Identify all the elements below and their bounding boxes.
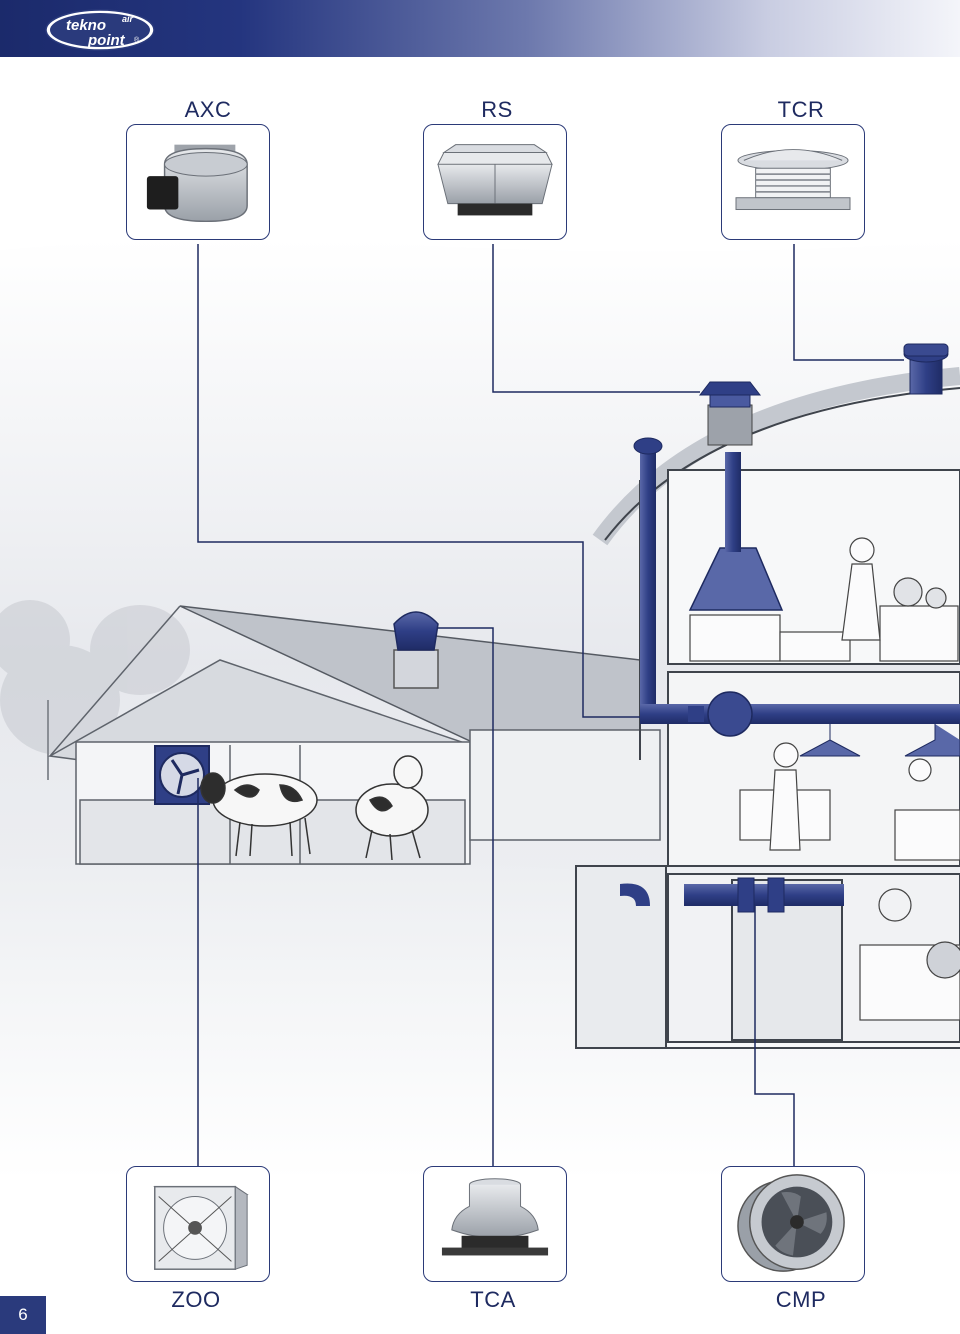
workshop bbox=[739, 742, 960, 861]
product-card-zoo[interactable] bbox=[126, 1166, 270, 1282]
ducts bbox=[620, 437, 960, 913]
barn bbox=[47, 605, 661, 865]
logo-point-text: point bbox=[87, 32, 126, 49]
barn-roof-fan-base bbox=[393, 649, 439, 689]
product-label-zoo: ZOO bbox=[171, 1287, 221, 1312]
logo-tekno-text: tekno bbox=[66, 17, 106, 34]
product-card-tca[interactable] bbox=[423, 1166, 567, 1282]
tekno-point-logo: tekno air point ® bbox=[45, 9, 155, 51]
product-card-cmp[interactable] bbox=[721, 1166, 865, 1282]
roof-cap-fan-icon bbox=[441, 1178, 549, 1256]
axial-cased-fan-icon bbox=[737, 1174, 845, 1272]
product-label-cmp: CMP bbox=[775, 1287, 827, 1312]
cmp-connector bbox=[754, 906, 795, 1166]
tca-connector bbox=[438, 627, 494, 1166]
product-card-rs[interactable] bbox=[423, 124, 567, 240]
product-label-rs: RS bbox=[481, 97, 513, 122]
rs-roof-unit bbox=[698, 381, 762, 396]
product-label-tcr: TCR bbox=[777, 97, 825, 122]
rs-connector bbox=[492, 244, 700, 393]
kitchen-hood bbox=[688, 547, 784, 611]
product-card-tcr[interactable] bbox=[721, 124, 865, 240]
product-label-tca: TCA bbox=[470, 1287, 516, 1312]
rs-roof-unit-stack bbox=[707, 404, 753, 446]
box-wall-fan-icon bbox=[153, 1185, 249, 1270]
inline-duct-fan-icon bbox=[146, 144, 248, 223]
logo-registered-mark: ® bbox=[134, 36, 140, 44]
basement-workshop bbox=[859, 888, 960, 1021]
tcr-roof-unit-stack bbox=[909, 359, 943, 395]
cows bbox=[200, 755, 429, 861]
roof-square-fan-icon bbox=[437, 144, 553, 216]
barn-roof-fan bbox=[393, 611, 439, 651]
axc-connector bbox=[197, 244, 640, 718]
logo-air-text: air bbox=[122, 14, 134, 24]
background-trees bbox=[0, 600, 190, 755]
page-number: 6 bbox=[0, 1296, 46, 1334]
kitchen bbox=[689, 537, 959, 662]
tcr-connector bbox=[793, 244, 904, 361]
header-bar bbox=[0, 0, 960, 57]
roof-round-fan-icon bbox=[735, 149, 851, 211]
connector-lines bbox=[197, 244, 904, 1166]
product-label-axc: AXC bbox=[184, 97, 232, 122]
product-card-axc[interactable] bbox=[126, 124, 270, 240]
